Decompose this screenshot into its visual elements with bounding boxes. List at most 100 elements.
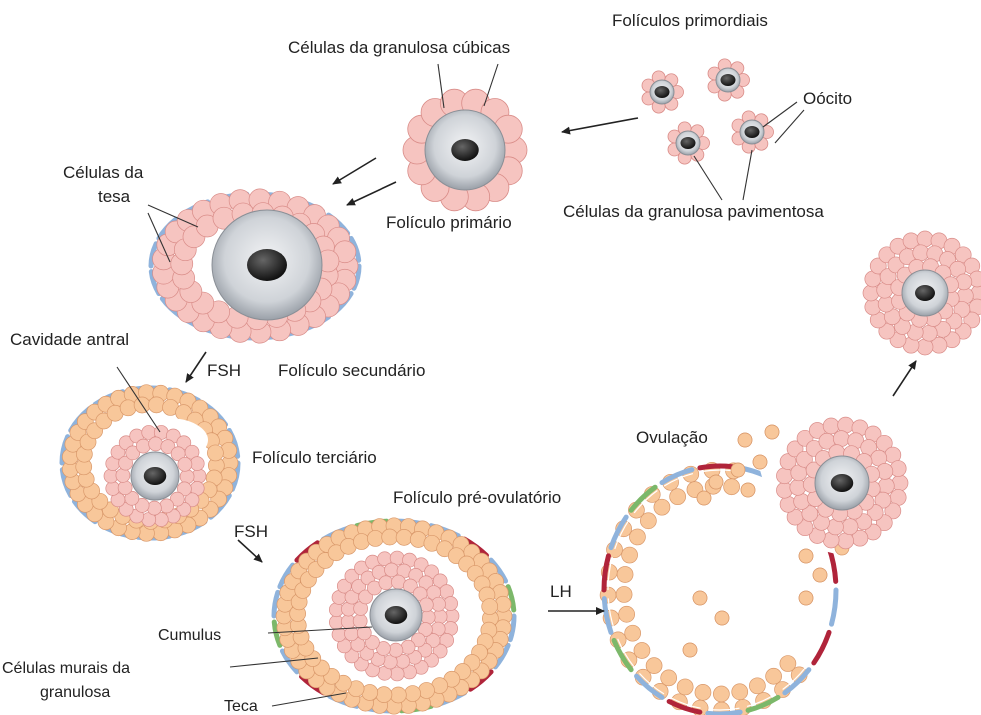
ovulating-mural-cell — [619, 606, 635, 622]
cumulus-cell — [389, 643, 403, 657]
cumulus-cell — [421, 610, 435, 624]
mural-granulosa-cell — [367, 530, 383, 546]
cumulus-cell — [384, 563, 398, 577]
ovulating-mural-cell — [634, 643, 650, 659]
released-granulosa-cell — [697, 491, 711, 505]
ovulating-mural-cell — [780, 656, 796, 672]
arrow-primordial-to-primary — [562, 118, 638, 132]
preovulatory-oocyte-nucleus — [385, 606, 408, 624]
released-granulosa-cell — [731, 463, 745, 477]
released-corona-cell — [863, 285, 879, 301]
ovulating-mural-cell — [616, 586, 632, 602]
ovulating-mural-cell — [695, 684, 711, 700]
ovulating-mural-cell — [617, 566, 633, 582]
primary-oocyte-nucleus — [451, 139, 479, 161]
ovulating-mural-cell — [732, 684, 748, 700]
released-granulosa-cell — [738, 433, 752, 447]
ovulating-theca — [700, 466, 732, 468]
expelled-oocyte-nucleus — [831, 474, 854, 492]
primordial-oocyte-nucleus — [681, 137, 696, 149]
arrow-secondary-to-tertiary — [186, 352, 206, 382]
label-fsh-1: FSH — [207, 361, 241, 380]
released-granulosa-cell — [683, 643, 697, 657]
mural-granulosa-cell — [396, 529, 412, 545]
released-granulosa-cell — [813, 568, 827, 582]
ovulating-mural-cell — [629, 529, 645, 545]
label-cumulus: Cumulus — [158, 627, 221, 644]
ovulating-mural-cell — [622, 547, 638, 563]
ovulating-mural-cell — [661, 670, 677, 686]
primordial-oocyte-nucleus — [721, 74, 736, 86]
cumulus-cell — [432, 597, 446, 611]
released-granulosa-cell — [753, 455, 767, 469]
tertiary-cumulus-cell — [160, 499, 174, 513]
primordial-oocyte-nucleus — [745, 126, 760, 138]
label-foliculo-primario: Folículo primário — [386, 213, 512, 232]
expelled-corona-cell — [838, 533, 854, 549]
ovulating-mural-cell — [766, 668, 782, 684]
released-corona-cell — [913, 245, 929, 261]
mural-granulosa-cell — [382, 529, 398, 545]
tertiary-oocyte-nucleus — [144, 467, 167, 485]
label-foliculo-terciario: Folículo terciário — [252, 448, 377, 467]
expelled-corona-cell — [780, 496, 796, 512]
label-fsh-2: FSH — [234, 522, 268, 541]
label-cavidade-antral: Cavidade antral — [10, 330, 129, 349]
label-celulas-granulosa-pavimentosa: Células da granulosa pavimentosa — [563, 202, 824, 221]
ovulating-mural-cell — [677, 679, 693, 695]
ovulating-mural-cell — [646, 658, 662, 674]
mural-granulosa-cell — [390, 687, 406, 703]
arrow-primary-to-secondary-1 — [333, 158, 376, 184]
released-granulosa-cell — [799, 549, 813, 563]
label-ovulacao: Ovulação — [636, 428, 708, 447]
mural-granulosa-cell — [482, 599, 498, 615]
expelled-corona-cell — [794, 494, 810, 510]
ovulating-theca — [708, 712, 740, 714]
ovulating-mural-cell — [749, 678, 765, 694]
label-oocito: Oócito — [803, 89, 852, 108]
cumulus-cell — [401, 640, 415, 654]
label-celulas-murais-da: Células murais da — [2, 660, 130, 677]
released-corona-cell — [921, 325, 937, 341]
released-granulosa-cell — [709, 475, 723, 489]
tertiary-cumulus-cell — [190, 457, 204, 471]
tertiary-mural-cell — [148, 397, 164, 413]
expelled-corona-cell — [878, 478, 894, 494]
released-oocyte-nucleus — [915, 285, 935, 301]
tertiary-cumulus-cell — [116, 468, 130, 482]
primordial-oocyte-nucleus — [655, 86, 670, 98]
arrow-primary-to-secondary-2 — [347, 182, 396, 205]
released-granulosa-cell — [799, 591, 813, 605]
cumulus-cell — [379, 576, 393, 590]
expelled-corona-cell — [842, 519, 858, 535]
label-foliculo-pre-ovulatorio: Folículo pré-ovulatório — [393, 488, 561, 507]
label-granulosa: granulosa — [40, 684, 110, 701]
released-granulosa-cell — [693, 591, 707, 605]
label-lh: LH — [550, 582, 572, 601]
expelled-corona-cell — [892, 475, 908, 491]
ovulating-mural-cell — [625, 625, 641, 641]
tertiary-mural-cell — [207, 445, 223, 461]
label-celulas-da: Células da — [63, 163, 144, 182]
tertiary-cumulus-cell — [118, 481, 132, 495]
mural-granulosa-cell — [353, 534, 369, 550]
tertiary-cumulus-cell — [147, 501, 161, 515]
tertiary-cumulus-cell — [178, 457, 192, 471]
cell-layer — [62, 59, 981, 715]
released-granulosa-cell — [741, 483, 755, 497]
tertiary-cumulus-cell — [136, 439, 150, 453]
ovulating-mural-cell — [654, 499, 670, 515]
arrow-to-released-oocyte — [893, 361, 916, 396]
released-granulosa-cell — [715, 611, 729, 625]
label-foliculos-primordiais: Folículos primordiais — [612, 11, 768, 30]
mural-granulosa-cell — [376, 687, 392, 703]
cumulus-cell — [390, 667, 404, 681]
ovulating-theca — [814, 632, 829, 662]
label-celulas-granulosa-cubicas: Células da granulosa cúbicas — [288, 38, 510, 57]
label-foliculo-secundario: Folículo secundário — [278, 361, 425, 380]
cumulus-cell — [353, 614, 367, 628]
label-teca: Teca — [224, 698, 258, 715]
tertiary-cumulus-cell — [180, 470, 194, 484]
